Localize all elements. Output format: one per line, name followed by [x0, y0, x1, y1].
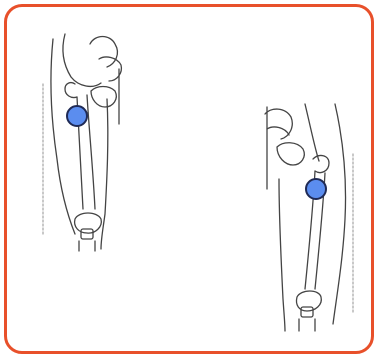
femoral-head — [65, 83, 77, 98]
left-leg-illustration — [35, 29, 145, 259]
patella — [301, 307, 313, 317]
obturator-foramen — [91, 87, 116, 108]
knee-outline — [75, 213, 102, 233]
thigh-outline-lateral — [333, 104, 346, 324]
iliac-crest — [305, 104, 319, 161]
thigh-outline-lateral — [51, 39, 75, 234]
thigh-outline-medial — [101, 99, 108, 249]
right-leg-svg — [257, 99, 367, 339]
hip-marker — [306, 179, 326, 199]
femoral-head — [313, 156, 329, 173]
obturator-foramen — [277, 143, 304, 165]
patella — [81, 229, 93, 239]
thigh-outline-medial — [279, 179, 285, 331]
femur-shaft-medial — [87, 95, 95, 209]
sacrum-outline — [90, 37, 117, 68]
diagram-frame — [4, 4, 374, 354]
lower-leg-start — [299, 319, 315, 331]
right-leg-illustration — [257, 99, 367, 339]
knee-outline — [296, 291, 321, 311]
lower-leg-start — [79, 241, 95, 251]
pelvis-outline — [63, 34, 101, 86]
hip-marker — [67, 106, 87, 126]
left-leg-svg — [35, 29, 145, 259]
